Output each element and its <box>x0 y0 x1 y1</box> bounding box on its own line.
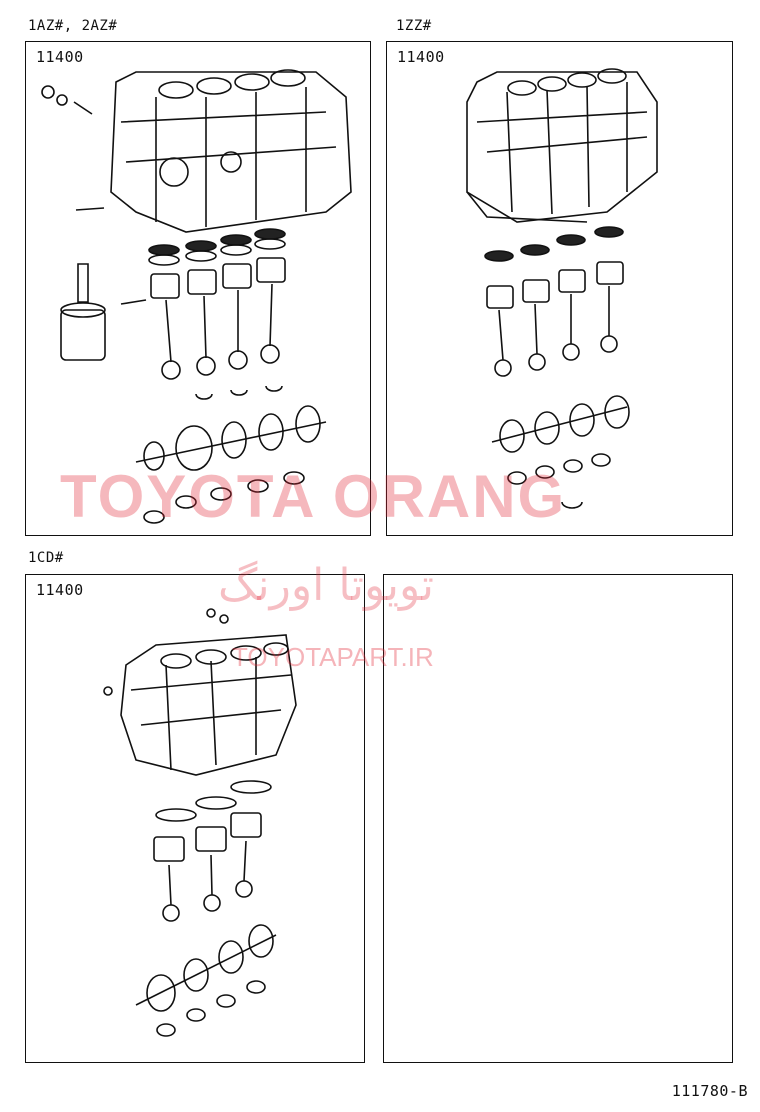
bolt <box>73 101 105 211</box>
part-number: 11400 <box>36 581 84 599</box>
pistons <box>135 228 327 524</box>
oil-filter <box>60 309 106 361</box>
reference-number: 111780-B <box>671 1082 748 1100</box>
engine-label-zz: 1ZZ# <box>396 18 432 34</box>
short-block-cd-illustration <box>103 608 297 1037</box>
cylinder-block <box>120 634 297 776</box>
crankshaft <box>135 421 327 463</box>
connecting-rods <box>165 283 273 363</box>
panel-cd-engine: 11400 <box>25 574 365 1063</box>
panel-zz-engine: 11400 <box>386 41 733 536</box>
part-number: 11400 <box>397 48 445 66</box>
engine-label-az: 1AZ#, 2AZ# <box>28 18 118 34</box>
pistons <box>135 780 277 1037</box>
cylinder-block <box>110 71 352 233</box>
part-number: 11400 <box>36 48 84 66</box>
connecting-rods <box>168 840 247 906</box>
short-block-az-illustration <box>41 69 352 524</box>
connecting-rods <box>498 286 610 361</box>
panel-empty <box>383 574 733 1063</box>
short-block-zz-illustration <box>466 68 658 509</box>
engine-label-cd: 1CD# <box>28 550 64 566</box>
panel-az-engine: 11400 <box>25 41 371 536</box>
nut <box>41 85 55 99</box>
cylinder-block <box>466 71 658 223</box>
crankshaft <box>135 934 277 1006</box>
pistons <box>484 226 630 509</box>
